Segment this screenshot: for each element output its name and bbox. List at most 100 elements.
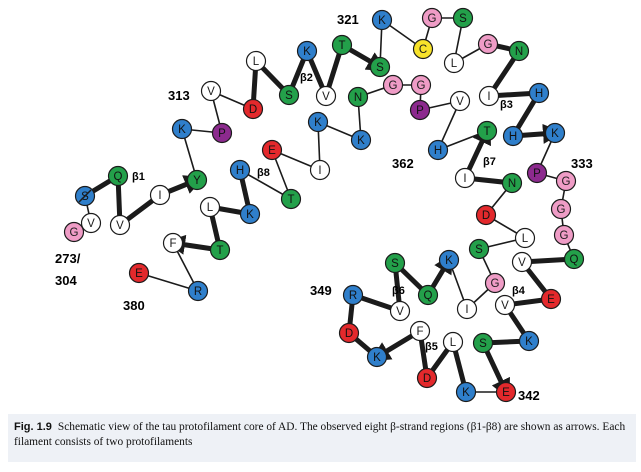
residue-D-9: D	[242, 98, 264, 120]
residue-letter: T	[338, 40, 345, 52]
residue-circle	[544, 122, 566, 144]
residue-letter: V	[87, 218, 95, 230]
residue-circle	[456, 298, 478, 320]
residue-E-37: E	[495, 381, 517, 403]
residue-letter: C	[419, 44, 427, 56]
residue-circle	[476, 120, 498, 142]
residue-circle	[209, 239, 231, 261]
residue-circle	[389, 300, 411, 322]
number-label-321: 321	[337, 12, 359, 27]
residue-circle	[427, 139, 449, 161]
residue-H-68: H	[229, 159, 251, 181]
residue-I-23: I	[478, 85, 500, 107]
residue-V-58: V	[449, 90, 471, 112]
residue-letter: S	[391, 258, 399, 270]
residue-circle	[186, 169, 208, 191]
residue-circle	[412, 38, 434, 60]
residue-K-48: K	[438, 249, 460, 271]
residue-circle	[449, 90, 471, 112]
residue-V-8: V	[200, 80, 222, 102]
caption-text: Schematic view of the tau protofilament …	[14, 421, 626, 448]
residue-letter: S	[376, 62, 384, 74]
beta-strand-arrow-1	[83, 173, 205, 228]
residue-Y-5: Y	[186, 169, 208, 191]
residue-letter: G	[389, 80, 398, 92]
residue-letter: V	[396, 306, 404, 318]
residue-letter: S	[479, 338, 487, 350]
residue-P-59: P	[409, 99, 431, 121]
residue-letter: G	[560, 230, 569, 242]
residue-letter: G	[484, 39, 493, 51]
residue-I-65: I	[309, 159, 331, 181]
residue-E-33: E	[540, 288, 562, 310]
residue-letter: D	[482, 210, 490, 222]
residue-V-76: V	[80, 212, 102, 234]
residue-circle	[409, 99, 431, 121]
residue-G-18: G	[421, 7, 443, 29]
residue-circle	[455, 381, 477, 403]
residue-letter: N	[508, 178, 516, 190]
residue-circle	[438, 249, 460, 271]
residue-circle	[296, 40, 318, 62]
residue-T-67: T	[280, 188, 302, 210]
residue-T-14: T	[331, 34, 353, 56]
residue-circle	[501, 172, 523, 194]
residue-E-66: E	[261, 139, 283, 161]
residue-circle	[553, 224, 575, 246]
residue-circle	[229, 159, 251, 181]
residue-circle	[309, 159, 331, 181]
residue-letter: T	[483, 126, 490, 138]
residue-circle	[239, 203, 261, 225]
strand-label-b1: β1	[132, 171, 145, 183]
residue-L-20: L	[443, 52, 465, 74]
number-label-342: 342	[518, 388, 540, 403]
residue-G-61: G	[382, 74, 404, 96]
residue-letter: Q	[114, 171, 123, 183]
residue-letter: E	[268, 145, 276, 157]
residue-circle	[149, 184, 171, 206]
residue-circle	[315, 85, 337, 107]
residue-K-42: K	[366, 346, 388, 368]
residue-letter: K	[445, 255, 453, 267]
residue-letter: G	[562, 176, 571, 188]
residue-circle	[109, 214, 131, 236]
residue-circle	[477, 33, 499, 55]
residue-letter: K	[525, 336, 533, 348]
number-label-313: 313	[168, 88, 190, 103]
residue-K-69: K	[239, 203, 261, 225]
residue-circle	[468, 238, 490, 260]
residue-K-6: K	[171, 118, 193, 140]
residue-Q-47: Q	[417, 284, 439, 306]
residue-circle	[162, 232, 184, 254]
residue-circle	[484, 272, 506, 294]
residue-circle	[342, 284, 364, 306]
residue-G-75: G	[63, 221, 85, 243]
residue-letter: F	[169, 238, 176, 250]
residue-S-51: S	[468, 238, 490, 260]
residue-circle	[331, 34, 353, 56]
residue-letter: S	[475, 244, 483, 256]
residue-letter: H	[535, 88, 543, 100]
residue-circle	[475, 204, 497, 226]
residue-letter: T	[287, 194, 294, 206]
residue-letter: V	[518, 257, 526, 269]
residue-letter: P	[218, 128, 226, 140]
strand-label-b8: β8	[257, 167, 270, 179]
residue-K-12: K	[296, 40, 318, 62]
residue-letter: Q	[570, 254, 579, 266]
residue-V-3: V	[109, 214, 131, 236]
residue-letter: V	[116, 220, 124, 232]
strand-label-b6: β6	[392, 285, 405, 297]
residue-circle	[350, 129, 372, 151]
residue-circle	[416, 367, 438, 389]
strand-label-b2: β2	[300, 72, 313, 84]
residue-circle	[555, 170, 577, 192]
residue-circle	[409, 320, 431, 342]
residue-circle	[540, 288, 562, 310]
residue-letter: R	[194, 286, 202, 298]
residue-circle	[338, 322, 360, 344]
residue-letter: Q	[424, 290, 433, 302]
residue-circle	[526, 162, 548, 184]
residue-circle	[452, 7, 474, 29]
